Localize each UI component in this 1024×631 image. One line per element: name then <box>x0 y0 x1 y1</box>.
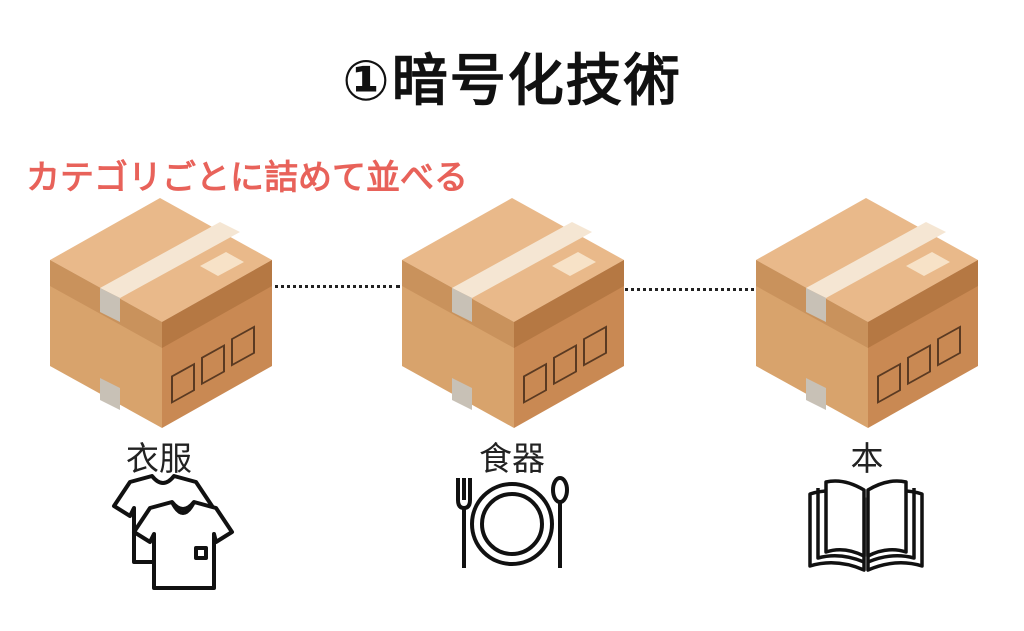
subtitle-caption: カテゴリごとに詰めて並べる <box>26 158 468 198</box>
category-label-books: 本 <box>850 439 884 478</box>
category-label-dishes: 食器 <box>479 439 545 478</box>
connector-line-1 <box>268 285 400 288</box>
page-title: ①暗号化技術 <box>342 49 682 114</box>
connector-line-2 <box>596 288 778 291</box>
open-book-icon <box>808 479 924 572</box>
cardboard-box-dishes <box>402 198 624 428</box>
cardboard-box-books <box>756 198 978 428</box>
plate-cutlery-icon <box>456 476 569 568</box>
category-label-clothes: 衣服 <box>126 439 192 478</box>
cardboard-box-clothes <box>50 198 272 428</box>
tshirt-icon <box>112 474 234 590</box>
